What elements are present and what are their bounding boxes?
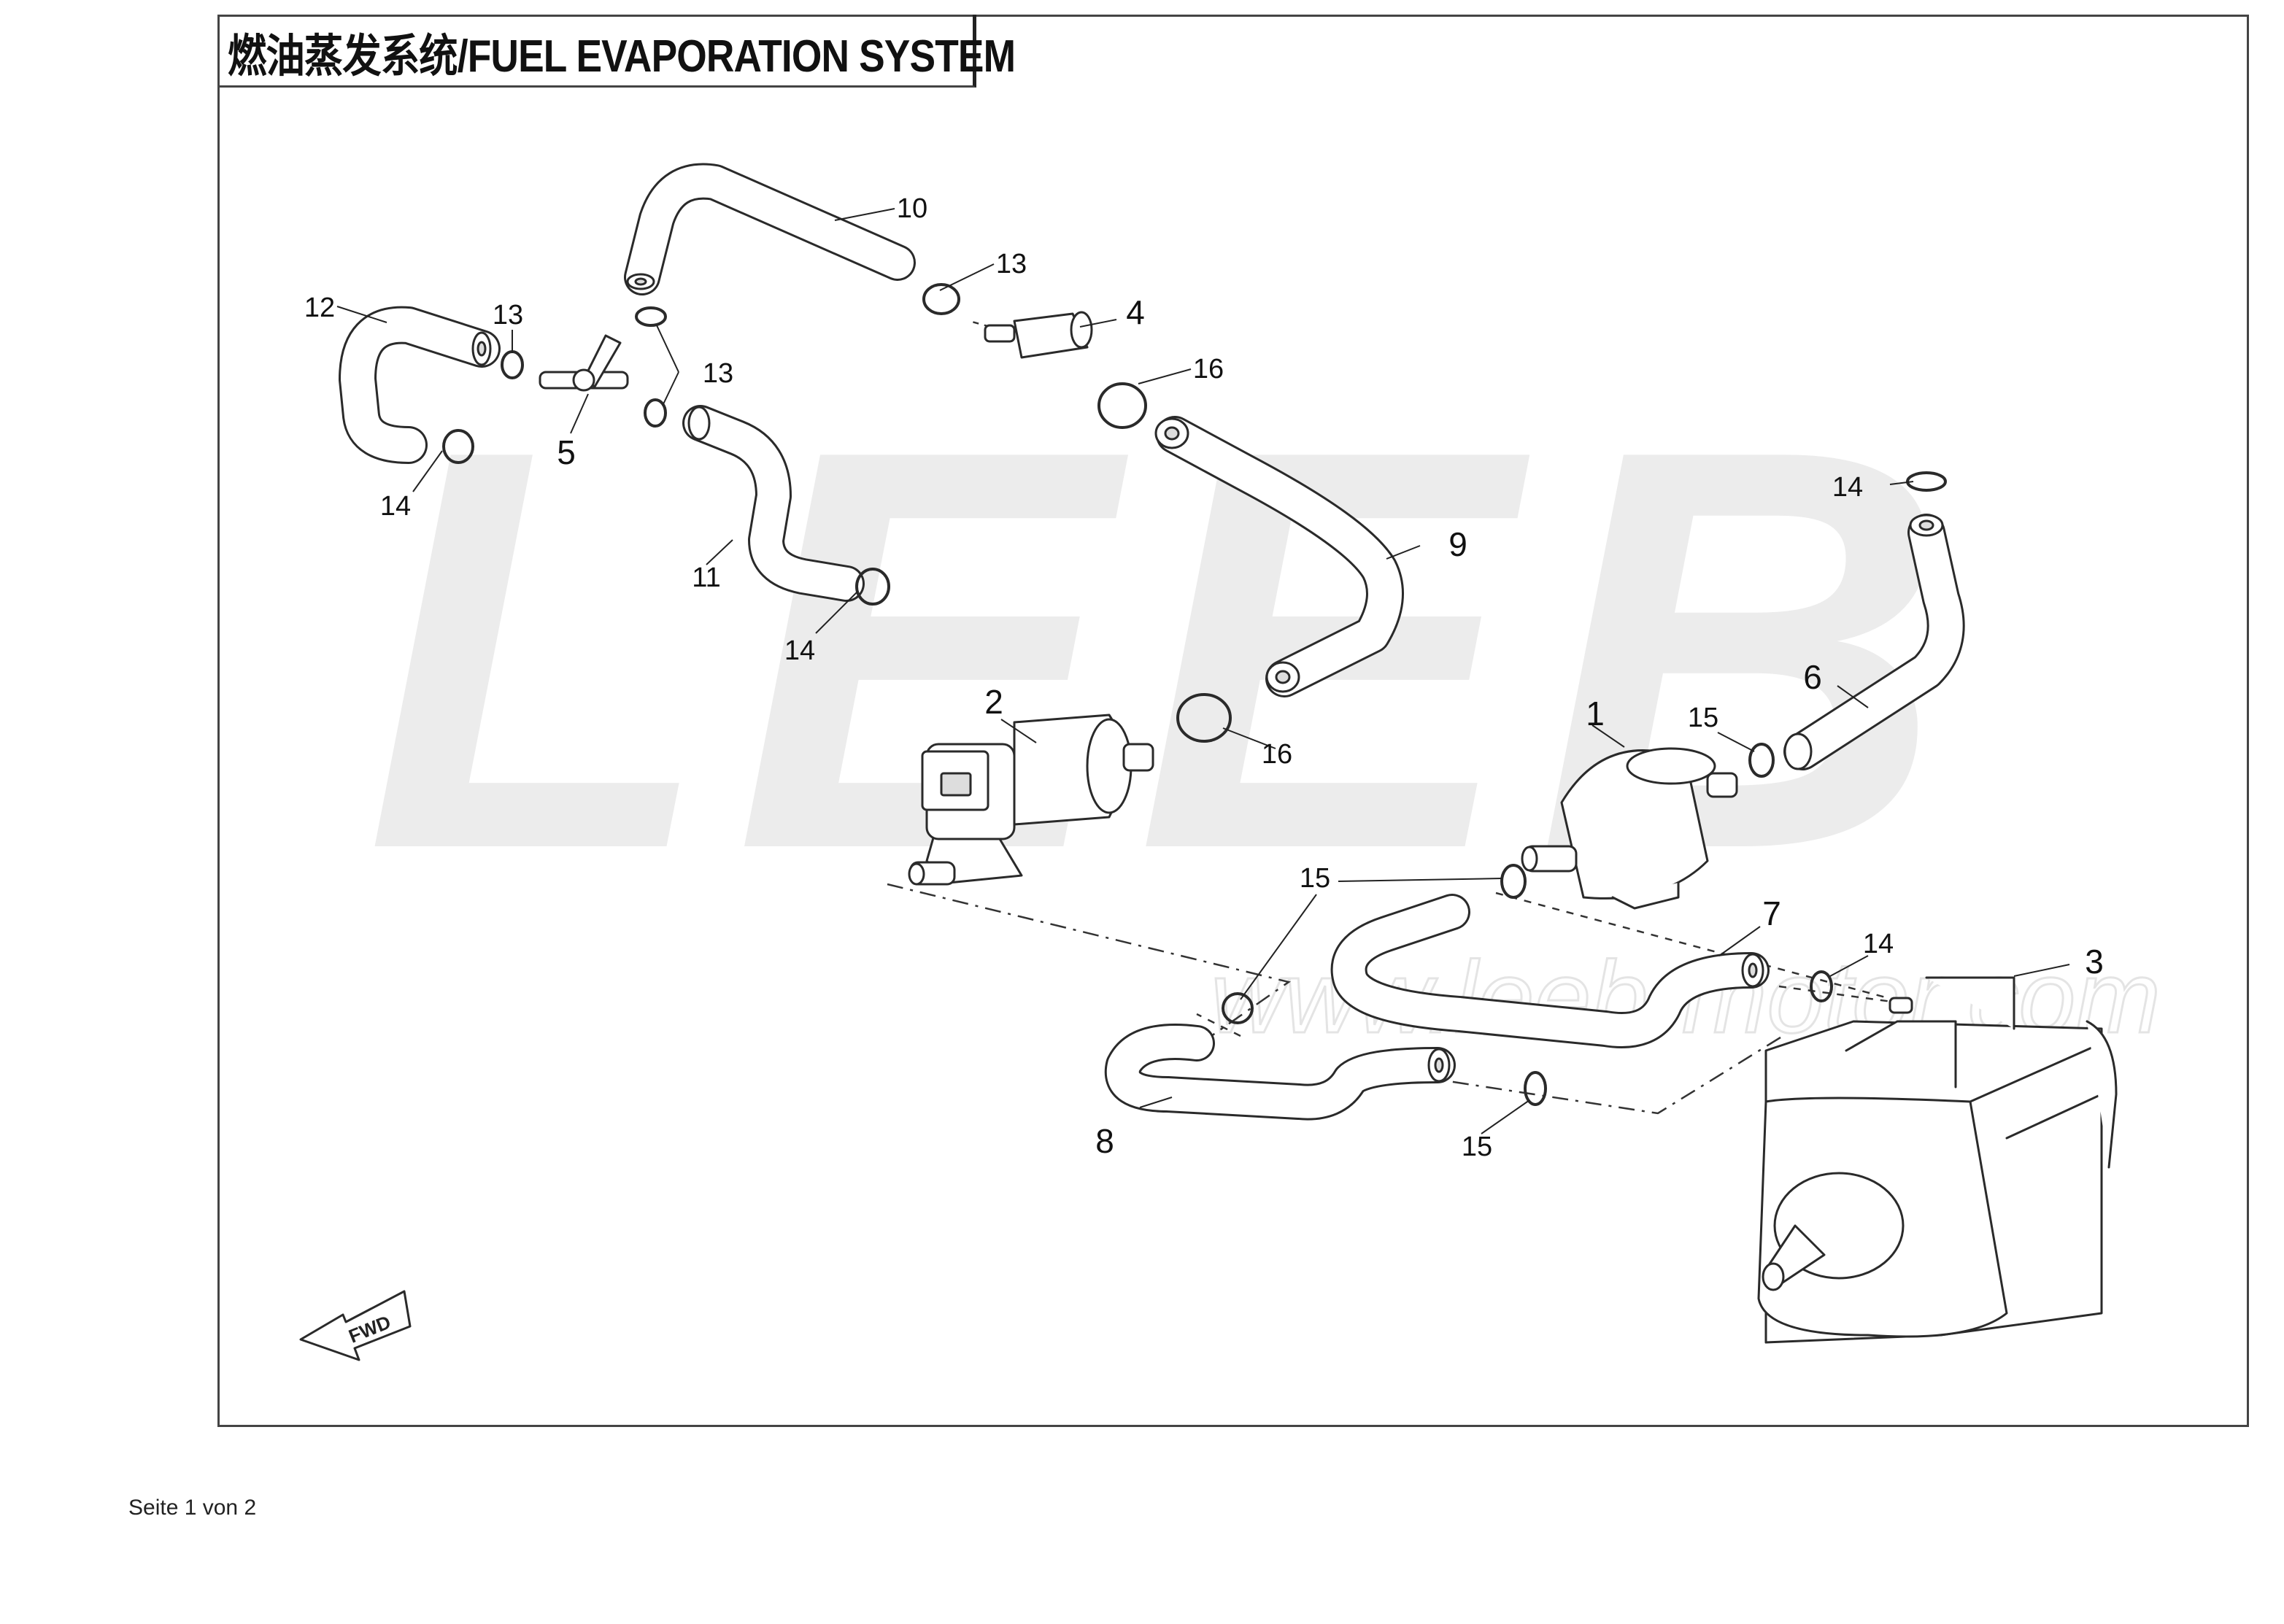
callout-15c: 15	[1462, 1132, 1492, 1162]
clamp-15a	[1748, 743, 1775, 778]
callout-13b: 13	[996, 249, 1027, 279]
callout-14a: 14	[380, 491, 411, 522]
clamp-14d	[1810, 970, 1833, 1002]
callout-11: 11	[692, 562, 720, 593]
hose-10	[624, 163, 916, 295]
hose-9	[1154, 416, 1404, 697]
clamp-13d	[922, 283, 960, 315]
hose-11	[682, 405, 865, 602]
clamps	[442, 283, 1947, 1106]
reference-lines	[887, 320, 1905, 1115]
callout-6: 6	[1803, 658, 1822, 696]
check-valve-4	[984, 311, 1093, 359]
callout-7: 7	[1762, 894, 1781, 932]
clamp-15b	[1500, 864, 1527, 899]
diagram-frame	[217, 15, 2249, 1427]
leader-lines	[336, 208, 2070, 1134]
title-box	[217, 15, 976, 88]
callout-1: 1	[1586, 695, 1605, 732]
clamp-13b	[635, 306, 667, 327]
clamp-15d	[1524, 1071, 1547, 1106]
clamp-15c	[1222, 992, 1254, 1024]
fwd-arrow	[299, 1290, 412, 1361]
clamp-13c	[644, 398, 667, 428]
parts	[299, 163, 2118, 1361]
page-footer: Seite 1 von 2	[128, 1496, 257, 1520]
callout-4: 4	[1126, 293, 1145, 331]
callout-3: 3	[2085, 943, 2104, 981]
callout-8: 8	[1095, 1122, 1114, 1160]
callout-2: 2	[984, 683, 1003, 721]
callout-13a: 13	[493, 300, 523, 330]
callout-9: 9	[1448, 525, 1467, 563]
callouts: 1 2 3 4 5 6 7 8 9 10 11 12 13 13 13 14 1…	[304, 193, 2104, 1162]
clamp-16a	[1097, 382, 1147, 429]
page-title: 燃油蒸发系统/FUEL EVAPORATION SYSTEM	[228, 31, 1016, 82]
callout-15a: 15	[1688, 703, 1718, 733]
callout-14c: 14	[1832, 472, 1863, 503]
clamp-14a	[442, 429, 474, 464]
clamp-14b	[855, 568, 890, 606]
charcoal-canister-3	[1757, 976, 2118, 1344]
callout-14d: 14	[1863, 929, 1894, 959]
callout-12: 12	[304, 293, 335, 323]
callout-15b: 15	[1300, 863, 1330, 894]
hose-12	[339, 306, 501, 464]
callout-5: 5	[557, 433, 576, 471]
callout-14b: 14	[784, 635, 815, 666]
callout-16b: 16	[1262, 739, 1292, 770]
callout-16a: 16	[1193, 354, 1224, 384]
hose-6	[1783, 514, 1965, 770]
clamp-16b	[1176, 693, 1232, 743]
callout-13c: 13	[703, 358, 733, 389]
hose-8	[1104, 1024, 1456, 1121]
purge-valve-1	[1521, 747, 1738, 910]
callout-10: 10	[897, 193, 927, 224]
solenoid-valve-2	[908, 714, 1154, 886]
hose-7	[1330, 894, 1770, 1048]
tee-connector-5	[539, 334, 629, 392]
